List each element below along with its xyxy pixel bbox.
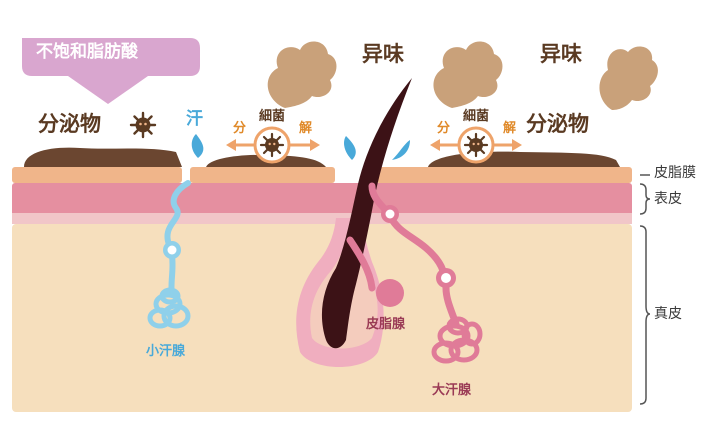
- sebaceous-gland: [376, 279, 404, 307]
- sweat-drop-right: [392, 140, 410, 160]
- bacteria-label-left: 細菌: [259, 109, 286, 124]
- bacteria-icon-right: [463, 132, 489, 158]
- apocrine-gland-label: 大汗腺: [432, 383, 472, 398]
- sebaceous-gland-label: 皮脂腺: [366, 317, 406, 332]
- sweat-drop-mid: [344, 136, 356, 160]
- sebum-film-left: [12, 167, 182, 183]
- fatty-acid-banner: [22, 38, 200, 104]
- apocrine-coil: [431, 316, 483, 364]
- decompose-label-right-b: 解: [503, 121, 517, 136]
- apocrine-node-1-center: [385, 209, 395, 219]
- dermis-bracket: [639, 225, 651, 405]
- secretion-blob-left: [24, 147, 182, 167]
- sebum-film-label: 皮脂膜: [654, 165, 696, 181]
- bacteria-icon-mid: [259, 132, 285, 158]
- decompose-arrows-left: [226, 139, 320, 151]
- odor-cloud-left: [267, 41, 337, 108]
- sweat-drop-left: [191, 134, 204, 158]
- epidermis-bracket: [639, 183, 651, 215]
- fatty-acid-label: 不饱和脂肪酸: [36, 42, 138, 62]
- eccrine-coil: [147, 287, 191, 329]
- bacteria-label-right: 細菌: [463, 109, 490, 124]
- odor-cloud-right: [599, 46, 658, 110]
- decompose-label-left-b: 解: [299, 121, 313, 136]
- sebum-film-middle: [190, 167, 335, 183]
- odor-label-left: 异味: [362, 42, 404, 66]
- eccrine-duct: [164, 180, 191, 297]
- decompose-label-right-a: 分: [437, 121, 451, 136]
- decompose-arrows-right: [430, 139, 522, 151]
- epidermis-lower-band: [12, 213, 632, 224]
- hair-strand: [321, 78, 412, 349]
- apocrine-node-2-center: [441, 273, 451, 283]
- eccrine-gland-label: 小汗腺: [146, 344, 186, 359]
- sebaceous-duct: [346, 236, 376, 292]
- sweat-label: 汗: [186, 109, 203, 129]
- dermis-label: 真皮: [654, 306, 682, 322]
- secretion-label-left: 分泌物: [38, 112, 101, 136]
- sebum-film-right: [376, 167, 632, 183]
- secretion-blob-right: [428, 151, 620, 167]
- bacteria-icon-left: [129, 111, 157, 139]
- epidermis-label: 表皮: [654, 191, 682, 207]
- odor-cloud-middle: [433, 41, 503, 108]
- epidermis-layer: [12, 183, 632, 216]
- decompose-label-left-a: 分: [233, 121, 247, 136]
- odor-label-right: 异味: [540, 42, 582, 66]
- secretion-label-right: 分泌物: [526, 112, 589, 136]
- eccrine-node-center: [167, 245, 177, 255]
